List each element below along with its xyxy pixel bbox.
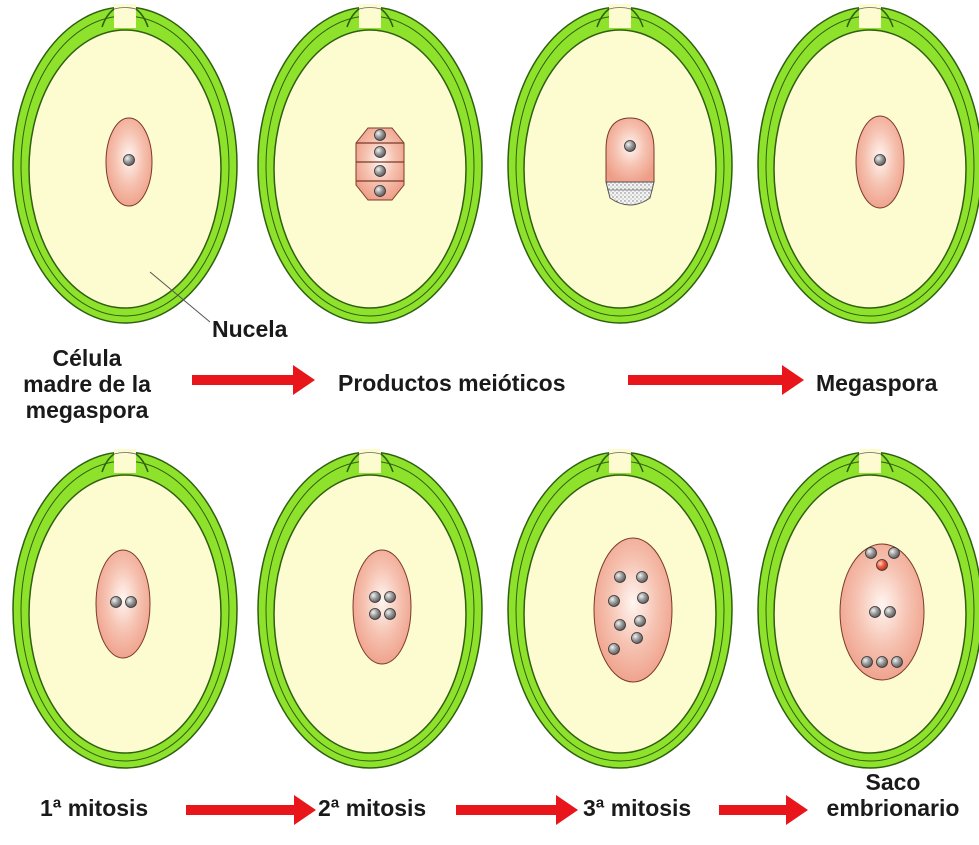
label-megaspora: Megaspora <box>816 370 937 396</box>
label-celula-madre-line3: megaspora <box>2 397 172 423</box>
label-nucela: Nucela <box>212 316 287 342</box>
nucleus <box>375 130 386 141</box>
nucleus <box>892 657 903 668</box>
cell <box>96 550 150 658</box>
nucleus <box>370 609 381 620</box>
second-mitosis-cell <box>353 550 411 664</box>
megaspore <box>856 116 904 208</box>
functional-megaspore <box>606 118 654 205</box>
nucleus <box>885 607 896 618</box>
nucleus <box>375 186 386 197</box>
nucleus <box>625 141 636 152</box>
nucleus <box>609 644 620 655</box>
third-mitosis-cell <box>594 538 672 682</box>
megaspore-mother-cell <box>106 118 152 206</box>
nucleus <box>615 572 626 583</box>
embryo-sac <box>840 544 924 680</box>
label-productos-meioticos: Productos meióticos <box>338 370 565 396</box>
nucleus <box>862 657 873 668</box>
label-saco-embrionario: Saco embrionario <box>818 769 968 821</box>
label-mitosis-2: 2ª mitosis <box>318 795 426 821</box>
nucleus <box>385 592 396 603</box>
nucleus <box>124 155 135 166</box>
label-saco-line1: Saco <box>818 769 968 795</box>
first-mitosis-cell <box>96 550 150 658</box>
nucleus <box>385 609 396 620</box>
nucleus <box>870 607 881 618</box>
arrow-meiosis <box>192 365 315 395</box>
nucleus <box>375 147 386 158</box>
arrow-selection <box>628 365 804 395</box>
nucleus <box>609 596 620 607</box>
label-celula-madre-line1: Célula <box>2 345 172 371</box>
nucleus <box>111 597 122 608</box>
nucleus <box>638 593 649 604</box>
nucleus <box>632 633 643 644</box>
meiotic-tetrad <box>356 128 404 200</box>
nucleus <box>877 657 888 668</box>
label-celula-madre-line2: madre de la <box>2 371 172 397</box>
arrow-mitosis-2 <box>456 795 578 825</box>
nucleus <box>126 597 137 608</box>
nucleus <box>637 572 648 583</box>
nucleus <box>370 592 381 603</box>
arrow-mitosis-3 <box>719 795 808 825</box>
nucleus <box>866 548 877 559</box>
label-mitosis-1: 1ª mitosis <box>40 795 148 821</box>
cell <box>353 550 411 664</box>
nucleus <box>635 616 646 627</box>
nucleus <box>889 548 900 559</box>
label-celula-madre: Célula madre de la megaspora <box>2 345 172 423</box>
egg-nucleus <box>877 560 888 571</box>
arrow-mitosis-1 <box>186 795 316 825</box>
label-saco-line2: embrionario <box>818 795 968 821</box>
cell <box>594 538 672 682</box>
nucleus <box>375 166 386 177</box>
nucleus <box>875 155 886 166</box>
label-mitosis-3: 3ª mitosis <box>583 795 691 821</box>
nucleus <box>615 620 626 631</box>
